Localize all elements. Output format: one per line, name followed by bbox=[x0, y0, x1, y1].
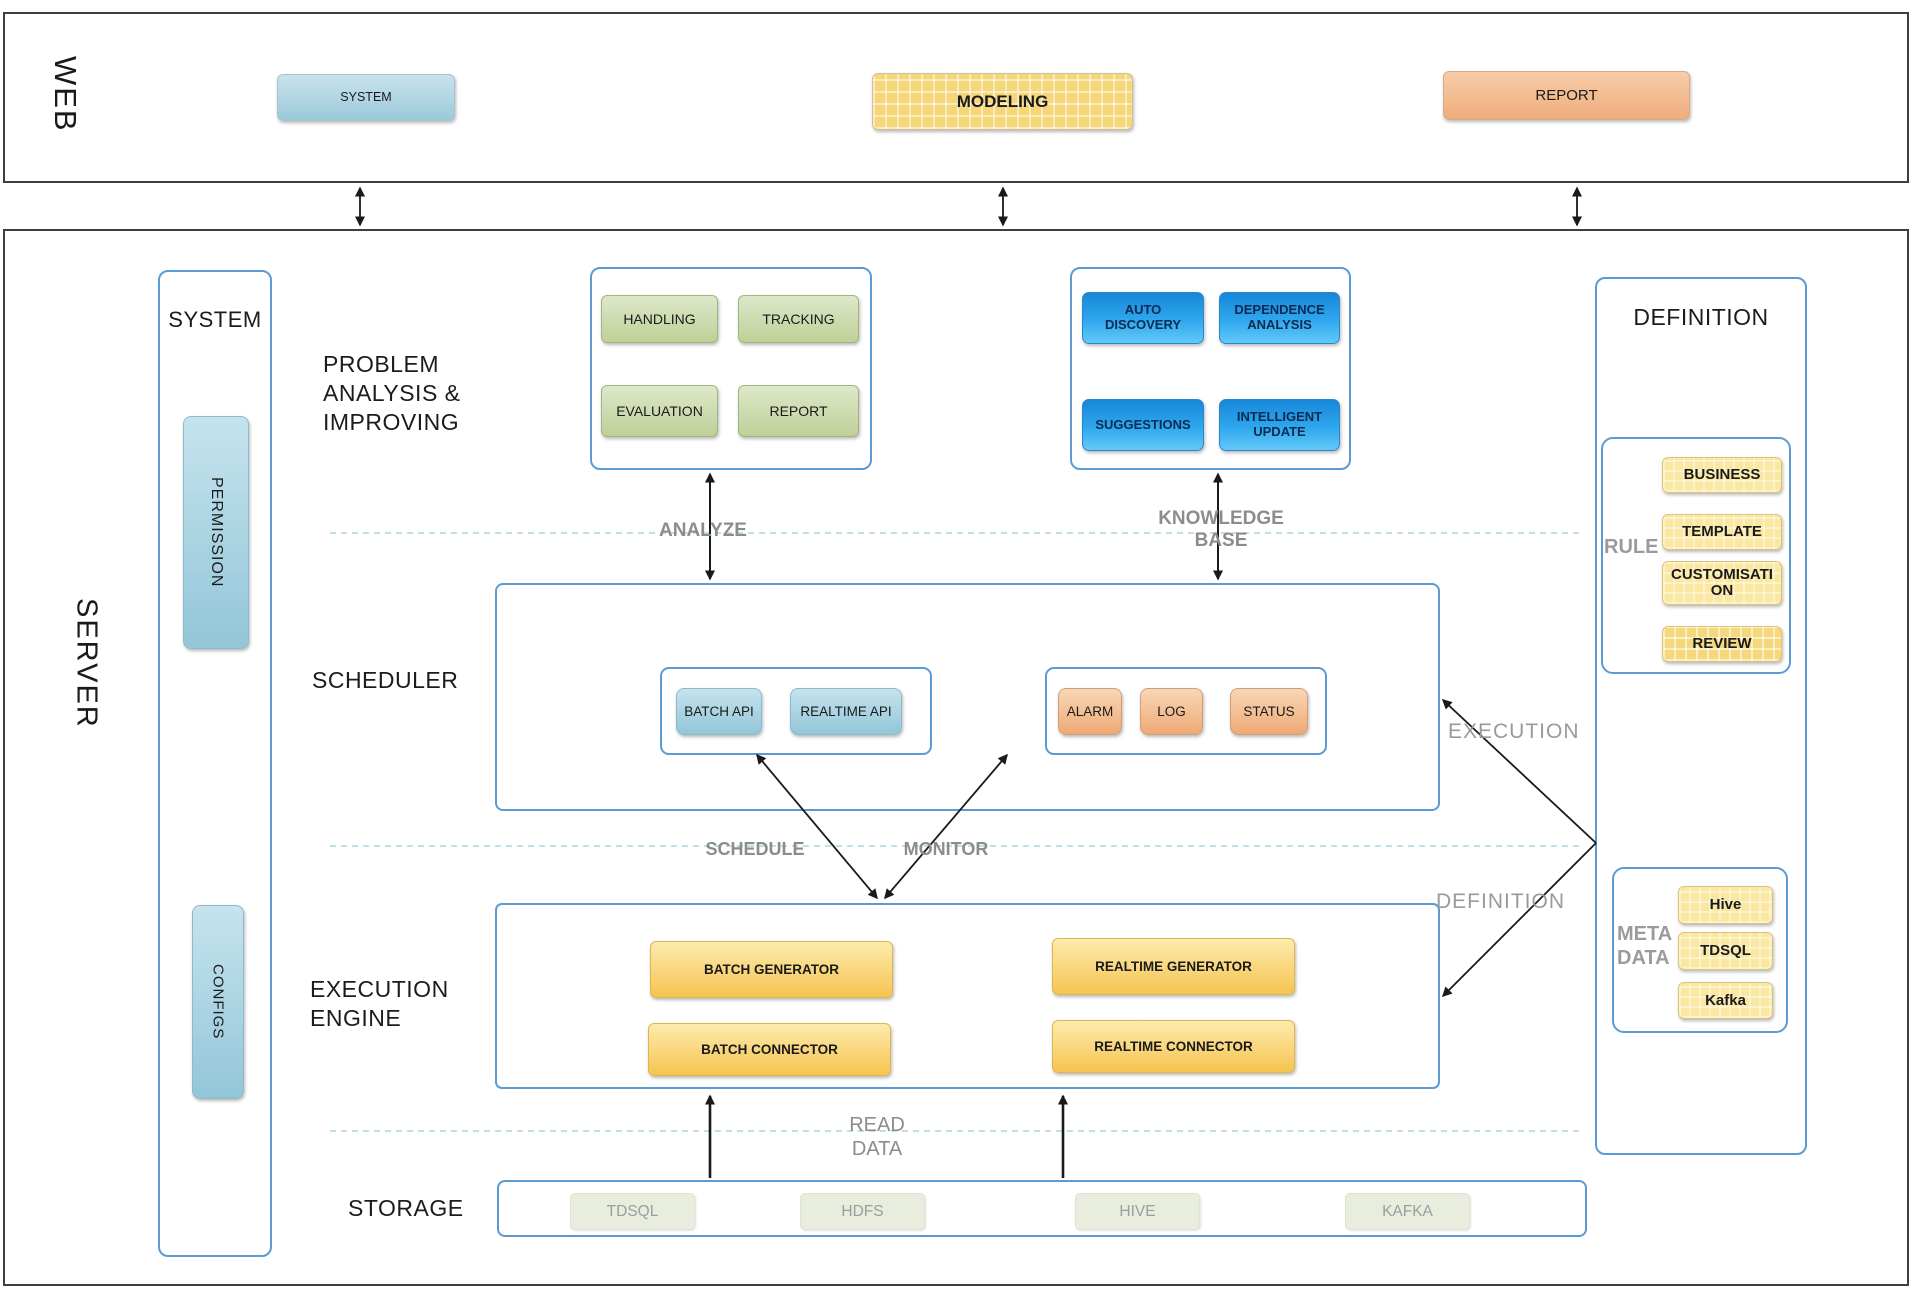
definition-sidebar-title: DEFINITION bbox=[1633, 304, 1769, 330]
suggestions-node: SUGGESTIONS bbox=[1082, 399, 1204, 451]
metadata-kafka-node: Kafka bbox=[1678, 982, 1773, 1019]
handling-node: HANDLING bbox=[601, 295, 718, 343]
realtime-connector-node: REALTIME CONNECTOR bbox=[1052, 1020, 1295, 1073]
definition-label: DEFINITION bbox=[1436, 890, 1565, 913]
analyze-label: ANALYZE bbox=[659, 520, 747, 541]
schedule-label: SCHEDULE bbox=[705, 839, 805, 859]
auto-discovery-node: AUTO DISCOVERY bbox=[1082, 292, 1204, 344]
system-sidebar-title: SYSTEM bbox=[168, 307, 262, 332]
log-node: LOG bbox=[1140, 688, 1203, 735]
metadata-group-label: META DATA bbox=[1617, 923, 1672, 969]
monitor-label: MONITOR bbox=[903, 839, 989, 859]
permission-node: PERMISSION bbox=[183, 416, 249, 649]
metadata-tdsql-node: TDSQL bbox=[1678, 932, 1773, 970]
rule-template-node: TEMPLATE bbox=[1662, 514, 1782, 550]
evaluation-node: EVALUATION bbox=[601, 385, 718, 437]
rule-review-node: REVIEW bbox=[1662, 626, 1782, 662]
knowledge-base-label: KNOWLEDGE BASE bbox=[1158, 508, 1284, 551]
batch-connector-node: BATCH CONNECTOR bbox=[648, 1023, 891, 1076]
read-data-label: READ DATA bbox=[849, 1114, 905, 1160]
storage-tdsql-node: TDSQL bbox=[570, 1193, 695, 1230]
storage-hive-node: HIVE bbox=[1075, 1193, 1200, 1230]
dependence-analysis-node: DEPENDENCE ANALYSIS bbox=[1219, 292, 1340, 344]
server-band-label: SERVER bbox=[70, 597, 103, 729]
tracking-node: TRACKING bbox=[738, 295, 859, 343]
storage-title: STORAGE bbox=[348, 1195, 464, 1221]
storage-hdfs-node: HDFS bbox=[800, 1193, 925, 1230]
batch-generator-node: BATCH GENERATOR bbox=[650, 941, 893, 998]
execution-engine-title: EXECUTION ENGINE bbox=[310, 976, 449, 1031]
report-node: REPORT bbox=[738, 385, 859, 437]
execution-label: EXECUTION bbox=[1448, 720, 1580, 743]
web-band-label: WEB bbox=[48, 56, 83, 133]
web-system-node: SYSTEM bbox=[277, 74, 455, 121]
rule-customisation-node: CUSTOMISATION bbox=[1662, 561, 1782, 605]
batch-api-node: BATCH API bbox=[676, 688, 762, 735]
web-modeling-node: MODELING bbox=[872, 73, 1133, 130]
intelligent-update-node: INTELLIGENT UPDATE bbox=[1219, 399, 1340, 451]
execution-engine-panel bbox=[495, 903, 1440, 1089]
rule-business-node: BUSINESS bbox=[1662, 457, 1782, 493]
configs-node: CONFIGS bbox=[192, 905, 244, 1099]
realtime-api-node: REALTIME API bbox=[790, 688, 902, 735]
scheduler-title: SCHEDULER bbox=[312, 667, 459, 693]
realtime-generator-node: REALTIME GENERATOR bbox=[1052, 938, 1295, 995]
status-node: STATUS bbox=[1230, 688, 1308, 735]
web-report-node: REPORT bbox=[1443, 71, 1690, 120]
alarm-node: ALARM bbox=[1058, 688, 1122, 735]
problem-analysis-title: PROBLEM ANALYSIS & IMPROVING bbox=[323, 351, 461, 435]
metadata-hive-node: Hive bbox=[1678, 886, 1773, 924]
rule-group-label: RULE bbox=[1604, 536, 1659, 558]
storage-kafka-node: KAFKA bbox=[1345, 1193, 1470, 1230]
